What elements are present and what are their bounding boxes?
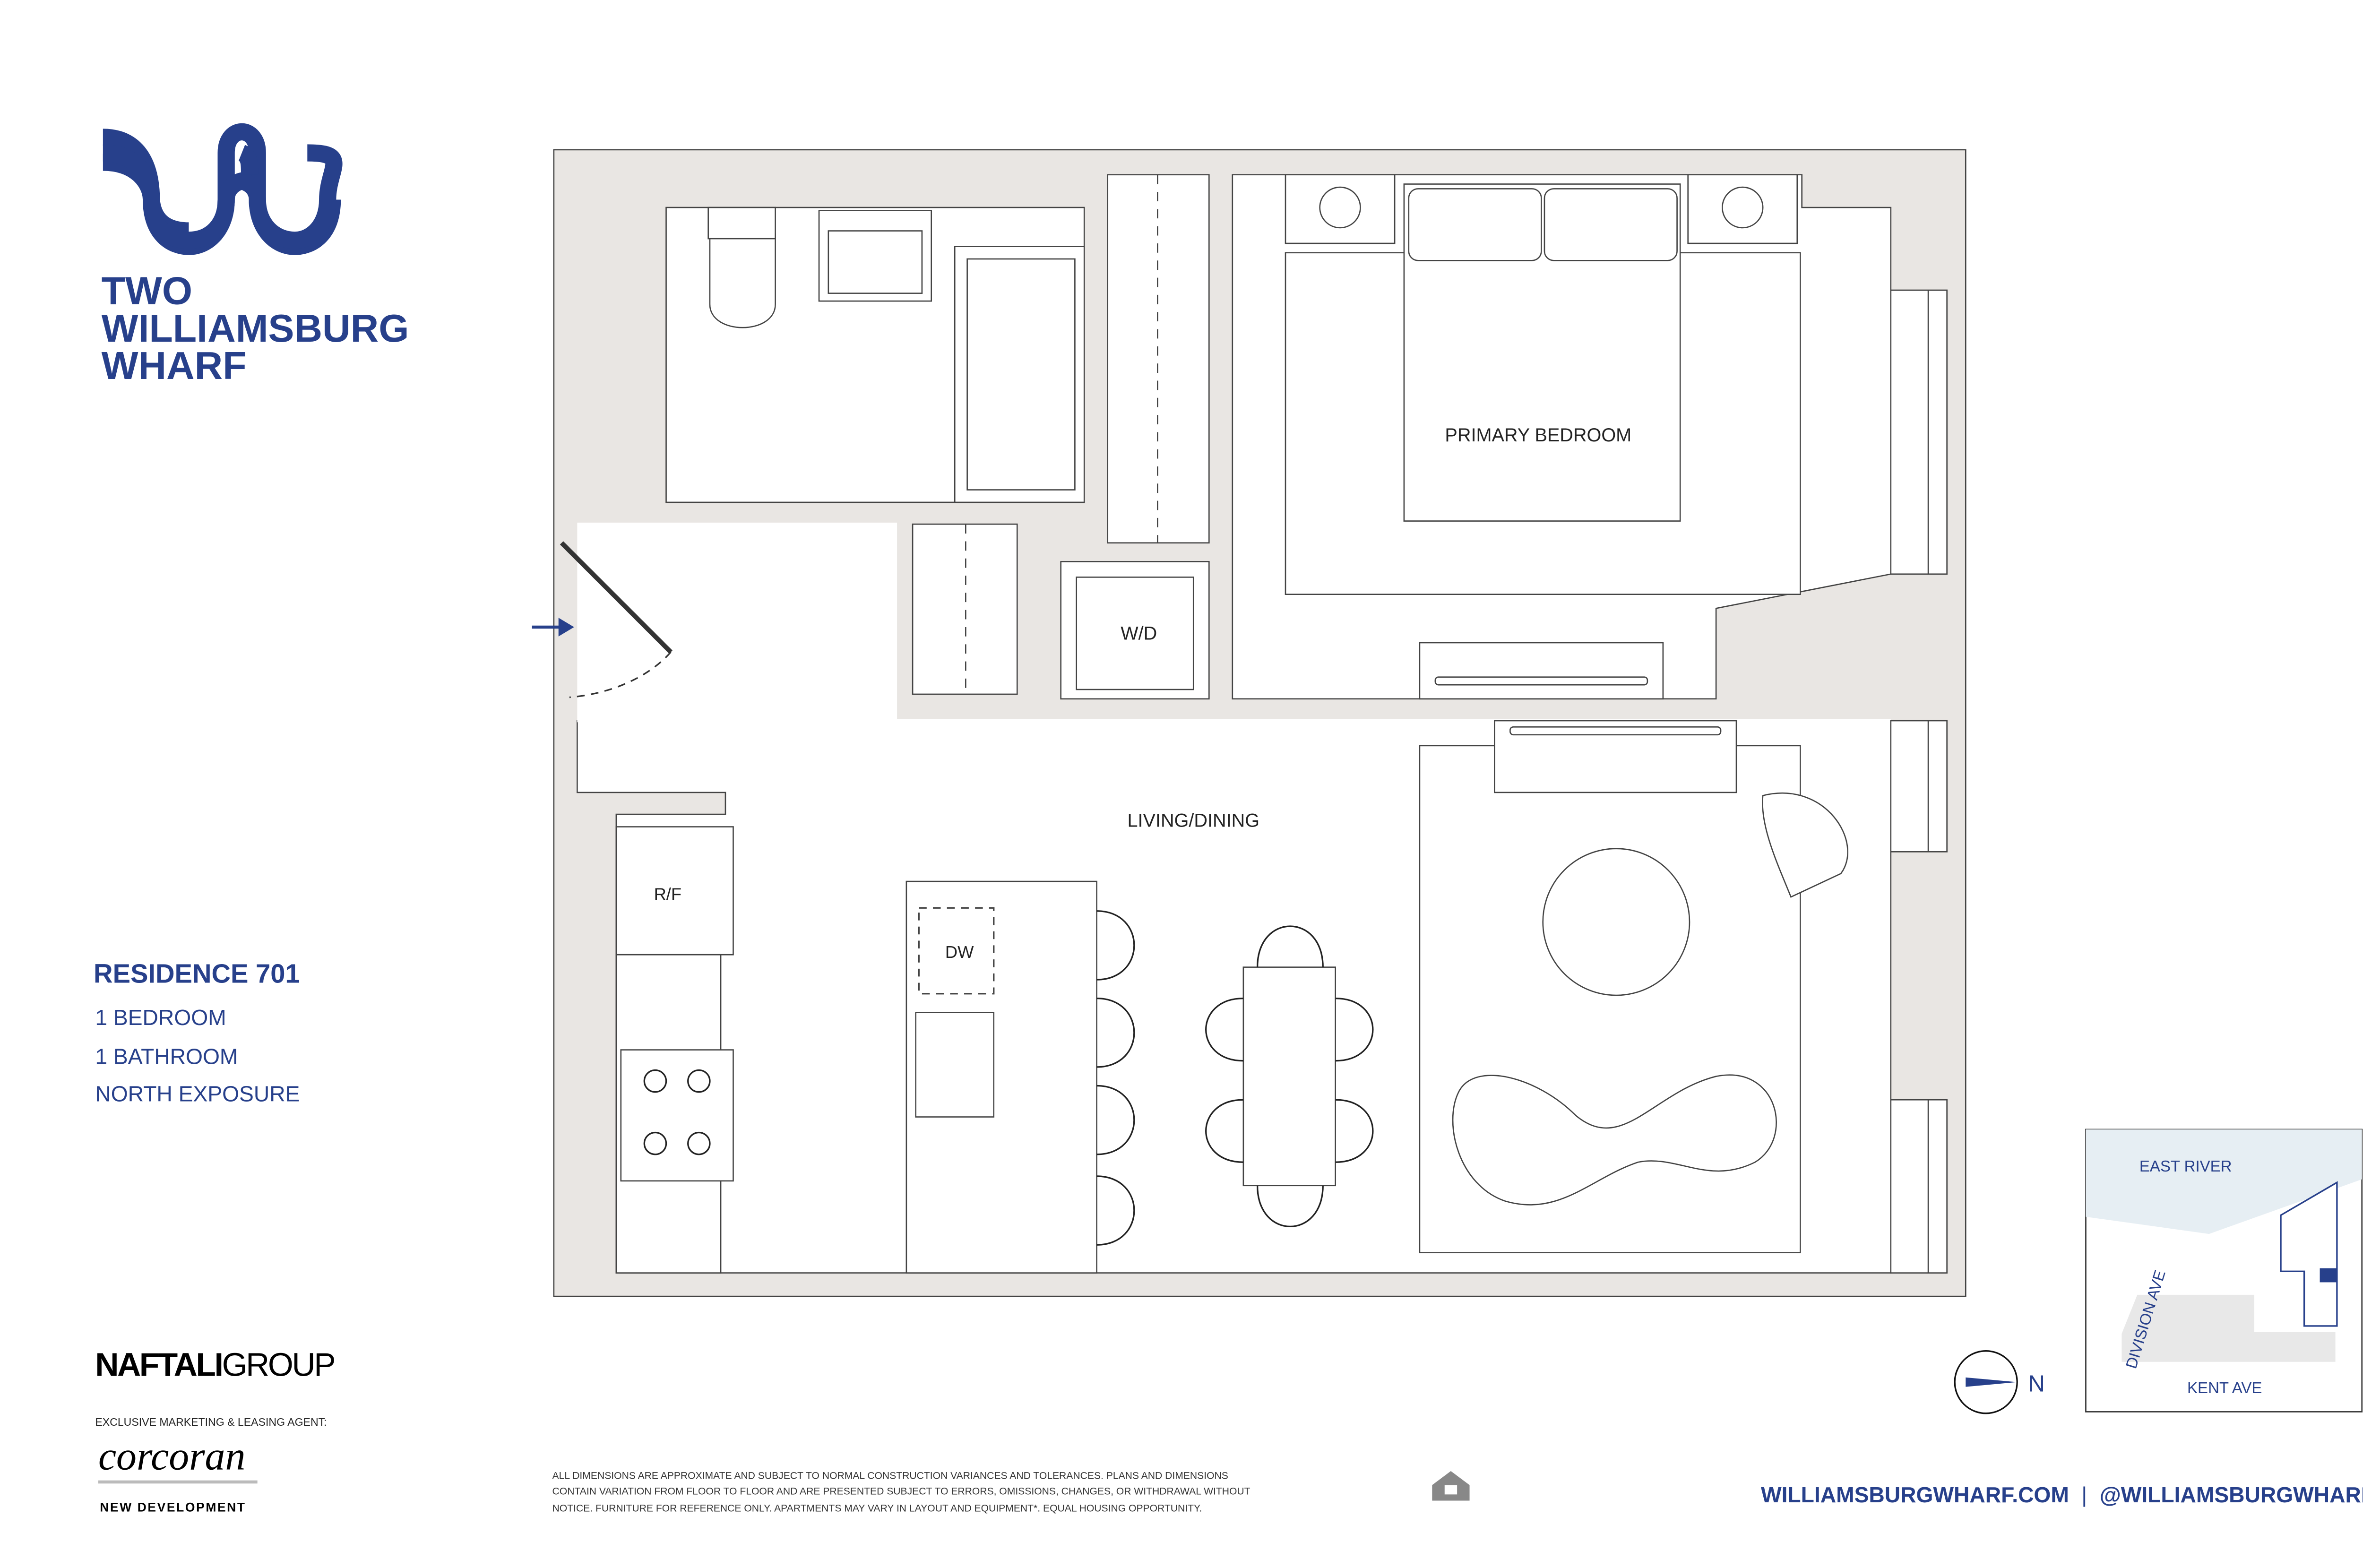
room-label-wd: W/D — [1121, 623, 1157, 644]
corcoran-logo: corcoran — [98, 1434, 245, 1479]
dishwasher — [918, 907, 995, 995]
wave-w-logo-icon — [103, 123, 343, 255]
refrigerator — [615, 826, 734, 956]
brand-line-1: TWO — [102, 269, 192, 313]
kitchen-sink — [915, 1012, 995, 1118]
brand-name: TWO WILLIAMSBURG WHARF — [102, 269, 409, 388]
residence-title: RESIDENCE 701 — [94, 959, 300, 989]
toilet — [709, 233, 776, 328]
social-handle-link[interactable]: @WILLIAMSBURGWHARF — [2100, 1482, 2363, 1507]
residence-bedrooms: 1 BEDROOM — [95, 1005, 226, 1030]
disclaimer: ALL DIMENSIONS ARE APPROXIMATE AND SUBJE… — [552, 1470, 1250, 1514]
room-label-living: LIVING/DINING — [1128, 810, 1260, 831]
brand-line-2: WILLIAMSBURG — [102, 307, 409, 350]
disclaimer-line: CONTAIN VARIATION FROM FLOOR TO FLOOR AN… — [552, 1486, 1250, 1497]
website-link[interactable]: WILLIAMSBURGWHARF.COM — [1761, 1482, 2069, 1507]
lamp-icon — [1319, 186, 1361, 229]
residence-bathrooms: 1 BATHROOM — [95, 1044, 238, 1068]
agent-division: NEW DEVELOPMENT — [100, 1500, 246, 1515]
closet — [1107, 174, 1210, 544]
north-arrow-icon: N — [1954, 1350, 2045, 1414]
keymap-river: EAST RIVER — [2139, 1157, 2232, 1175]
entry-door[interactable] — [560, 541, 673, 654]
pillow — [1544, 188, 1678, 261]
dining-table — [1242, 966, 1336, 1187]
room-label-bedroom: PRIMARY BEDROOM — [1445, 425, 1631, 446]
keymap-street-kent: KENT AVE — [2187, 1379, 2262, 1396]
coffee-table — [1542, 848, 1690, 996]
agent-divider — [98, 1480, 258, 1484]
appliance-label-dw: DW — [945, 942, 974, 962]
windows — [1890, 289, 1948, 1274]
disclaimer-line: NOTICE. FURNITURE FOR REFERENCE ONLY. AP… — [552, 1503, 1202, 1514]
agent-caption: EXCLUSIVE MARKETING & LEASING AGENT: — [95, 1416, 327, 1428]
cooktop — [620, 1049, 734, 1182]
dresser — [1419, 642, 1664, 700]
floor-plan: PRIMARY BEDROOM W/D LIVING/DINING R/F DW — [532, 149, 1966, 1297]
lamp-icon — [1721, 186, 1764, 229]
naftali-logo: NAFTALIGROUP — [95, 1346, 334, 1383]
burner-icons — [643, 1069, 711, 1155]
appliance-label-rf: R/F — [654, 885, 681, 904]
pillow — [1408, 188, 1542, 261]
brand-line-3: WHARF — [102, 344, 247, 388]
footer-links: WILLIAMSBURGWHARF.COM|@WILLIAMSBURGWHARF — [1761, 1482, 2363, 1507]
compass-label: N — [2028, 1370, 2045, 1396]
bar-stools — [1096, 910, 1135, 1246]
coat-closet — [912, 523, 1018, 695]
residence-exposure: NORTH EXPOSURE — [95, 1082, 300, 1106]
unit-location-marker — [2320, 1268, 2337, 1283]
key-map: EAST RIVER DIVISION AVE KENT AVE — [2085, 1129, 2363, 1413]
equal-housing-icon — [1432, 1471, 1470, 1501]
arrow-right-icon — [532, 618, 574, 637]
disclaimer-line: ALL DIMENSIONS ARE APPROXIMATE AND SUBJE… — [552, 1470, 1228, 1481]
sofa — [1452, 1074, 1777, 1206]
dining-chairs — [1205, 925, 1374, 1228]
armchair — [1762, 793, 1849, 898]
